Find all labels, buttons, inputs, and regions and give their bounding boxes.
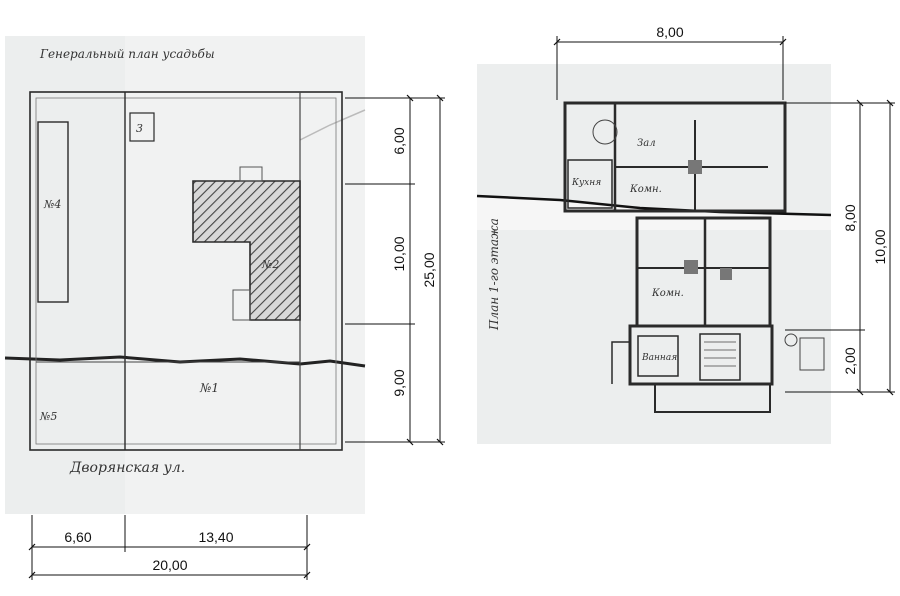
stove-1 [688,160,702,174]
dim-floor-lower-height: 2,00 [842,347,858,374]
dim-total-width: 20,00 [152,557,187,573]
room-label-upper: Комн. [629,184,662,195]
spiral-stair-icon [592,119,618,145]
plot-outline [29,91,343,451]
dim-middle-segment: 10,00 [391,236,407,271]
dim-left-width: 6,60 [64,529,91,545]
paper-fold-edge [476,194,832,217]
street-label: Дворянская ул. [69,460,185,476]
floor-plan-title: План 1-го этажа [487,218,501,331]
stove-3 [720,268,732,280]
building-4-label: №4 [43,198,61,211]
kitchen-label: Кухня [571,178,601,188]
site-plan-paper-right [125,36,365,514]
bottom-annex [628,324,774,386]
room-label-lower: Комн. [651,288,684,299]
kitchen-room [567,159,613,209]
dim-floor-width: 8,00 [656,24,683,40]
main-house-porch [239,166,263,182]
building-3-label: 3 [136,122,143,135]
building-4 [37,121,69,303]
bath-label: Ванная [641,353,677,363]
site-plan: Генеральный план усадьбы №4 3 №2 №1 №5 Д… [4,36,445,580]
main-house-annex [232,289,251,321]
dim-floor-upper-height: 8,00 [842,204,858,231]
dim-top-segment: 6,00 [391,127,407,154]
site-plan-title: Генеральный план усадьбы [39,47,215,61]
bath-room [637,335,679,377]
porch-outline [611,341,630,384]
dim-bottom-segment: 9,00 [391,369,407,396]
floor-horizontal-dimension [553,36,787,100]
dim-floor-total-height: 10,00 [872,229,888,264]
entrance-steps [799,337,825,371]
stove-2 [684,260,698,274]
upper-block [563,101,787,213]
paper-tear [4,355,366,368]
column-icon [784,333,798,347]
paper-crease [299,109,366,141]
floor-plan: План 1-го этажа Зал Комн. Кухня Комн. Ва… [476,24,895,444]
room-hall-label: Зал [637,138,656,149]
dim-total-height: 25,00 [421,252,437,287]
plot-5-label: №5 [39,410,57,423]
floor-vertical-dimensions [785,99,895,396]
stair-steps [704,341,736,367]
building-3 [129,112,155,142]
plot-1-label: №1 [199,381,219,395]
dim-right-width: 13,40 [198,529,233,545]
site-vertical-dimensions [345,94,445,446]
plot-inner-outline [35,97,337,445]
veranda-outline [654,384,771,413]
main-house-label: №2 [261,258,279,271]
stair-room [699,333,741,381]
site-horizontal-dimensions [28,515,311,580]
